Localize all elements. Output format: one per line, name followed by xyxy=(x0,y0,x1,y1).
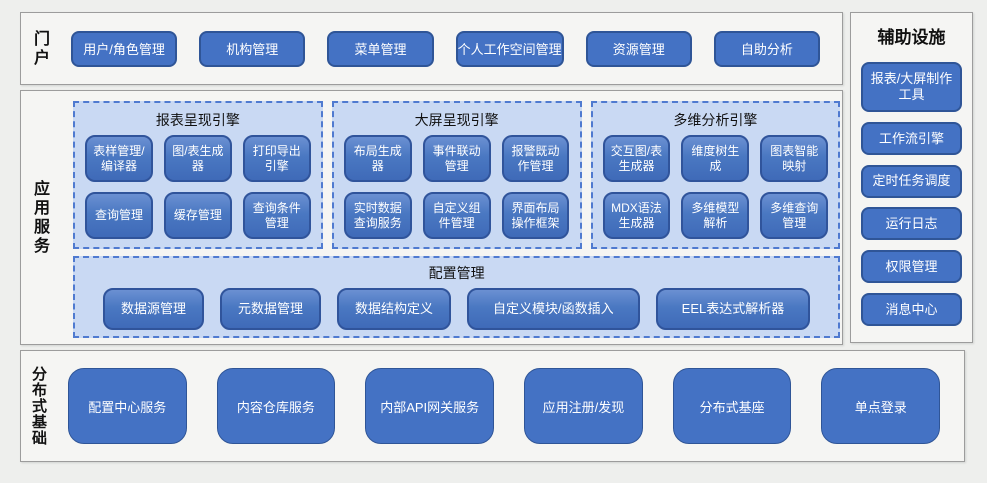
config-item-datasource-mgmt[interactable]: 数据源管理 xyxy=(103,288,205,330)
config-mgmt-title: 配置管理 xyxy=(428,265,485,281)
olap-engine-grid: 交互图/表生成器 维度树生成 图表智能映射 MDX语法生成器 多维模型解析 多维… xyxy=(602,135,829,239)
portal-section-label: 门户 xyxy=(31,29,48,68)
aux-item-workflow-engine[interactable]: 工作流引擎 xyxy=(861,121,962,155)
config-item-metadata-mgmt[interactable]: 元数据管理 xyxy=(220,288,322,330)
engine-item-multidim-model-parsing[interactable]: 多维模型解析 xyxy=(681,192,750,239)
config-item-data-structure-definition[interactable]: 数据结构定义 xyxy=(337,288,452,330)
portal-item-resource-mgmt[interactable]: 资源管理 xyxy=(585,30,692,67)
aux-item-run-log[interactable]: 运行日志 xyxy=(861,207,962,241)
olap-engine-title: 多维分析引擎 xyxy=(673,112,758,128)
engine-item-query-mgmt[interactable]: 查询管理 xyxy=(85,192,153,239)
engine-item-multidim-query-mgmt[interactable]: 多维查询管理 xyxy=(760,192,829,239)
portal-section: 门户 用户/角色管理 机构管理 菜单管理 个人工作空间管理 资源管理 自助分析 xyxy=(20,12,843,85)
bigscreen-engine-title: 大屏呈现引擎 xyxy=(414,112,499,128)
aux-item-permission-mgmt[interactable]: 权限管理 xyxy=(861,250,962,284)
distributed-base-section-label: 分布式基础 xyxy=(30,366,47,446)
portal-item-workspace-mgmt[interactable]: 个人工作空间管理 xyxy=(455,30,564,67)
engine-item-print-export-engine[interactable]: 打印导出引擎 xyxy=(242,135,311,182)
engine-item-ui-layout-framework[interactable]: 界面布局操作框架 xyxy=(501,192,570,239)
dist-item-distributed-pedestal[interactable]: 分布式基座 xyxy=(672,368,792,444)
portal-item-org-mgmt[interactable]: 机构管理 xyxy=(199,30,306,67)
app-services-section: 应用服务 报表呈现引擎 表样管理/编译器 图/表生成器 打印导出引擎 查询管理 … xyxy=(20,90,843,345)
config-item-eel-expression-parser[interactable]: EEL表达式解析器 xyxy=(655,288,811,330)
engine-item-layout-generator[interactable]: 布局生成器 xyxy=(343,135,412,182)
portal-item-self-analysis[interactable]: 自助分析 xyxy=(713,30,821,67)
app-services-section-label: 应用服务 xyxy=(31,179,48,256)
auxiliary-section: 辅助设施 报表/大屏制作工具 工作流引擎 定时任务调度 运行日志 权限管理 消息… xyxy=(850,12,973,343)
dist-item-internal-api-gateway-service[interactable]: 内部API网关服务 xyxy=(365,368,495,444)
distributed-button-row: 配置中心服务 内容仓库服务 内部API网关服务 应用注册/发现 分布式基座 单点… xyxy=(46,368,964,444)
report-engine-grid: 表样管理/编译器 图/表生成器 打印导出引擎 查询管理 缓存管理 查询条件管理 xyxy=(85,135,311,239)
bigscreen-engine-grid: 布局生成器 事件联动管理 报警既动作管理 实时数据查询服务 自定义组件管理 界面… xyxy=(343,135,570,239)
engine-panels: 报表呈现引擎 表样管理/编译器 图/表生成器 打印导出引擎 查询管理 缓存管理 … xyxy=(73,101,841,249)
config-mgmt-panel: 配置管理 数据源管理 元数据管理 数据结构定义 自定义模块/函数插入 EEL表达… xyxy=(73,256,841,338)
bigscreen-engine-panel: 大屏呈现引擎 布局生成器 事件联动管理 报警既动作管理 实时数据查询服务 自定义… xyxy=(331,101,582,249)
engine-item-smart-chart-mapping[interactable]: 图表智能映射 xyxy=(760,135,829,182)
dist-item-content-repository-service[interactable]: 内容仓库服务 xyxy=(216,368,336,444)
engine-item-event-linkage-mgmt[interactable]: 事件联动管理 xyxy=(422,135,491,182)
report-engine-panel: 报表呈现引擎 表样管理/编译器 图/表生成器 打印导出引擎 查询管理 缓存管理 … xyxy=(73,101,323,249)
distributed-base-section: 分布式基础 配置中心服务 内容仓库服务 内部API网关服务 应用注册/发现 分布… xyxy=(20,350,965,462)
aux-item-message-center[interactable]: 消息中心 xyxy=(861,292,962,326)
engine-item-cache-mgmt[interactable]: 缓存管理 xyxy=(163,192,232,239)
dist-item-config-center-service[interactable]: 配置中心服务 xyxy=(68,368,187,444)
engine-item-mdx-syntax-generator[interactable]: MDX语法生成器 xyxy=(602,192,671,239)
engine-item-alarm-action-mgmt[interactable]: 报警既动作管理 xyxy=(501,135,570,182)
aux-item-scheduled-task-dispatch[interactable]: 定时任务调度 xyxy=(861,164,962,198)
engine-item-query-condition-mgmt[interactable]: 查询条件管理 xyxy=(242,192,311,239)
aux-item-report-bigscreen-authoring-tool[interactable]: 报表/大屏制作工具 xyxy=(861,62,962,112)
config-mgmt-row: 数据源管理 元数据管理 数据结构定义 自定义模块/函数插入 EEL表达式解析器 xyxy=(103,288,811,330)
dist-item-app-registration-discovery[interactable]: 应用注册/发现 xyxy=(524,368,643,444)
portal-button-row: 用户/角色管理 机构管理 菜单管理 个人工作空间管理 资源管理 自助分析 xyxy=(47,30,842,67)
auxiliary-button-column: 报表/大屏制作工具 工作流引擎 定时任务调度 运行日志 权限管理 消息中心 xyxy=(851,60,972,332)
dist-item-single-sign-on[interactable]: 单点登录 xyxy=(821,368,941,444)
engine-item-interactive-chart-generator[interactable]: 交互图/表生成器 xyxy=(602,135,671,182)
portal-item-menu-mgmt[interactable]: 菜单管理 xyxy=(327,30,434,67)
app-services-content: 报表呈现引擎 表样管理/编译器 图/表生成器 打印导出引擎 查询管理 缓存管理 … xyxy=(47,91,850,344)
config-item-custom-module-function-insert[interactable]: 自定义模块/函数插入 xyxy=(467,288,640,330)
portal-item-user-role-mgmt[interactable]: 用户/角色管理 xyxy=(71,30,178,67)
engine-item-realtime-query-service[interactable]: 实时数据查询服务 xyxy=(343,192,412,239)
engine-item-custom-component-mgmt[interactable]: 自定义组件管理 xyxy=(422,192,491,239)
engine-item-chart-table-generator[interactable]: 图/表生成器 xyxy=(163,135,232,182)
report-engine-title: 报表呈现引擎 xyxy=(155,112,240,128)
auxiliary-section-title: 辅助设施 xyxy=(877,28,946,47)
engine-item-dimension-tree-generation[interactable]: 维度树生成 xyxy=(681,135,750,182)
olap-engine-panel: 多维分析引擎 交互图/表生成器 维度树生成 图表智能映射 MDX语法生成器 多维… xyxy=(590,101,841,249)
engine-item-style-mgmt-compiler[interactable]: 表样管理/编译器 xyxy=(85,135,153,182)
